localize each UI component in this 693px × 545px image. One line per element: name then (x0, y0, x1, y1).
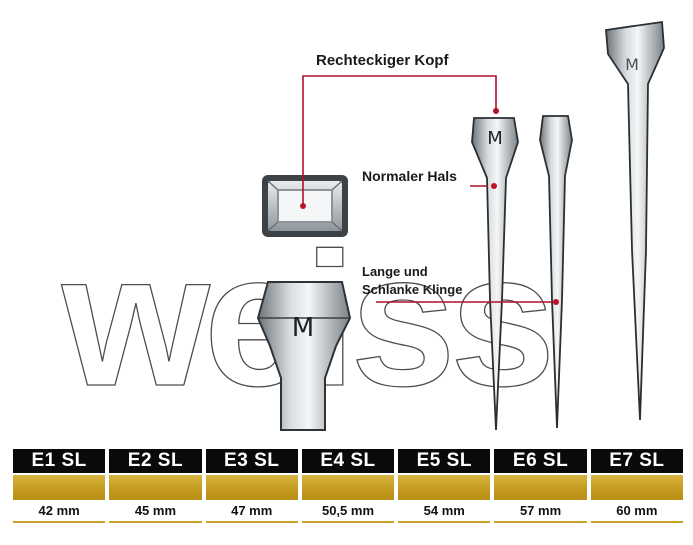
callout-head: Rechteckiger Kopf (316, 52, 449, 69)
bottom-rule (494, 521, 587, 523)
callout-neck: Normaler Hals (362, 168, 457, 184)
bottom-rule (398, 521, 491, 523)
gold-band (205, 475, 298, 500)
size-column: E5 SL 54 mm (398, 449, 491, 523)
size-column: E1 SL 42 mm (13, 449, 106, 523)
size-column: E6 SL 57 mm (494, 449, 587, 523)
nail-head-closeup: M (256, 281, 352, 431)
nail-tall-view: M (605, 20, 665, 421)
nail-mark-front: M (487, 128, 503, 149)
size-column: E2 SL 45 mm (109, 449, 202, 523)
length-value: 42 mm (38, 503, 80, 518)
bottom-rule (590, 521, 683, 523)
nail-side-view (539, 115, 573, 429)
length-value: 60 mm (616, 503, 658, 518)
gold-band (13, 475, 106, 500)
model-label: E7 SL (590, 449, 683, 473)
gold-band (398, 475, 491, 500)
model-label: E3 SL (205, 449, 298, 473)
nail-front-view: M (471, 117, 519, 431)
length-value: 50,5 mm (321, 503, 375, 518)
nail-head-top-view (262, 175, 348, 237)
model-label: E6 SL (494, 449, 587, 473)
bottom-rule (109, 521, 202, 523)
length-value: 54 mm (423, 503, 465, 518)
length-value: 57 mm (519, 503, 562, 518)
size-column: E7 SL 60 mm (590, 449, 683, 523)
size-table: E1 SL 42 mm E2 SL 45 mm E3 SL 47 mm E4 S… (13, 449, 683, 523)
model-label: E4 SL (301, 449, 395, 473)
bottom-rule (301, 521, 395, 523)
nail-mark-tall: M (625, 55, 639, 74)
bottom-rule (205, 521, 298, 523)
model-label: E2 SL (109, 449, 202, 473)
nail-mark-closeup: M (292, 313, 314, 343)
length-value: 45 mm (134, 503, 177, 518)
size-column: E3 SL 47 mm (205, 449, 298, 523)
gold-band (109, 475, 202, 500)
callout-blade-line2: Schlanke Klinge (362, 282, 463, 297)
size-column: E4 SL 50,5 mm (301, 449, 395, 523)
callout-lines (302, 75, 556, 303)
length-value: 47 mm (231, 503, 273, 518)
model-label: E5 SL (398, 449, 491, 473)
bottom-rule (13, 521, 106, 523)
gold-band (590, 475, 683, 500)
callout-blade-line1: Lange und (362, 264, 428, 279)
gold-band (494, 475, 587, 500)
gold-band (301, 475, 395, 500)
model-label: E1 SL (13, 449, 106, 473)
